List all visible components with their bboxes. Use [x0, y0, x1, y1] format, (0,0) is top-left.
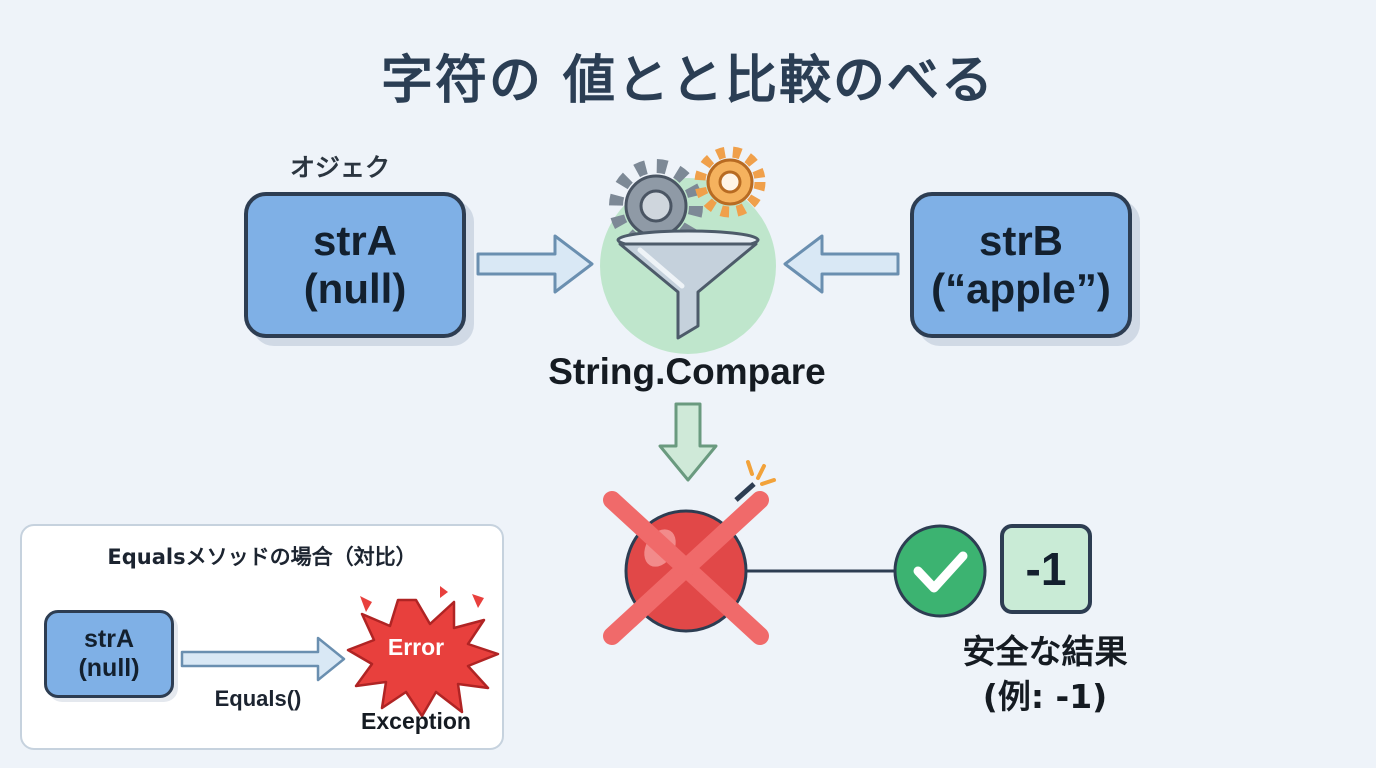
equals-panel-title: Equalsメソッドの場合（対比）	[107, 545, 417, 569]
equals-method-label: Equals()	[214, 686, 302, 711]
safe-result-label: 安全な結果 (例: -1)	[930, 630, 1160, 719]
compare-method-label: String.Compare	[548, 351, 826, 392]
safe-result-line1: 安全な結果	[962, 632, 1128, 671]
str-b-box: strB (“apple”)	[910, 192, 1132, 338]
check-icon	[893, 524, 987, 618]
safe-result-line2: (例: -1)	[982, 676, 1108, 716]
equals-str-a-value: (null)	[78, 654, 140, 682]
equals-panel-graphics	[180, 586, 500, 718]
arrow-b-to-compare	[783, 234, 900, 294]
equals-str-a-name: strA	[83, 625, 134, 654]
error-label: Error	[387, 634, 445, 660]
explosion-icon	[346, 586, 500, 718]
equals-str-a-box: strA (null)	[44, 610, 174, 698]
arrow-a-to-compare	[476, 234, 594, 294]
equals-comparison-panel: Equalsメソッドの場合（対比） strA (null) Equals() E…	[20, 524, 504, 750]
result-value-box: -1	[1000, 524, 1092, 614]
str-a-value: (null)	[303, 265, 407, 312]
arrow-down	[658, 402, 718, 482]
arrow-equals	[180, 636, 346, 682]
object-label: オジェク	[290, 153, 391, 182]
str-b-value: (“apple”)	[931, 265, 1111, 312]
str-a-box: strA (null)	[244, 192, 466, 338]
page-title: 字符の 値とと比較のべる	[380, 51, 996, 111]
str-a-name: strA	[312, 216, 398, 264]
exception-label: Exception	[361, 708, 471, 734]
crossed-bomb-icon	[603, 460, 776, 645]
funnel-gears-icon	[600, 146, 776, 354]
str-b-name: strB	[978, 216, 1064, 264]
